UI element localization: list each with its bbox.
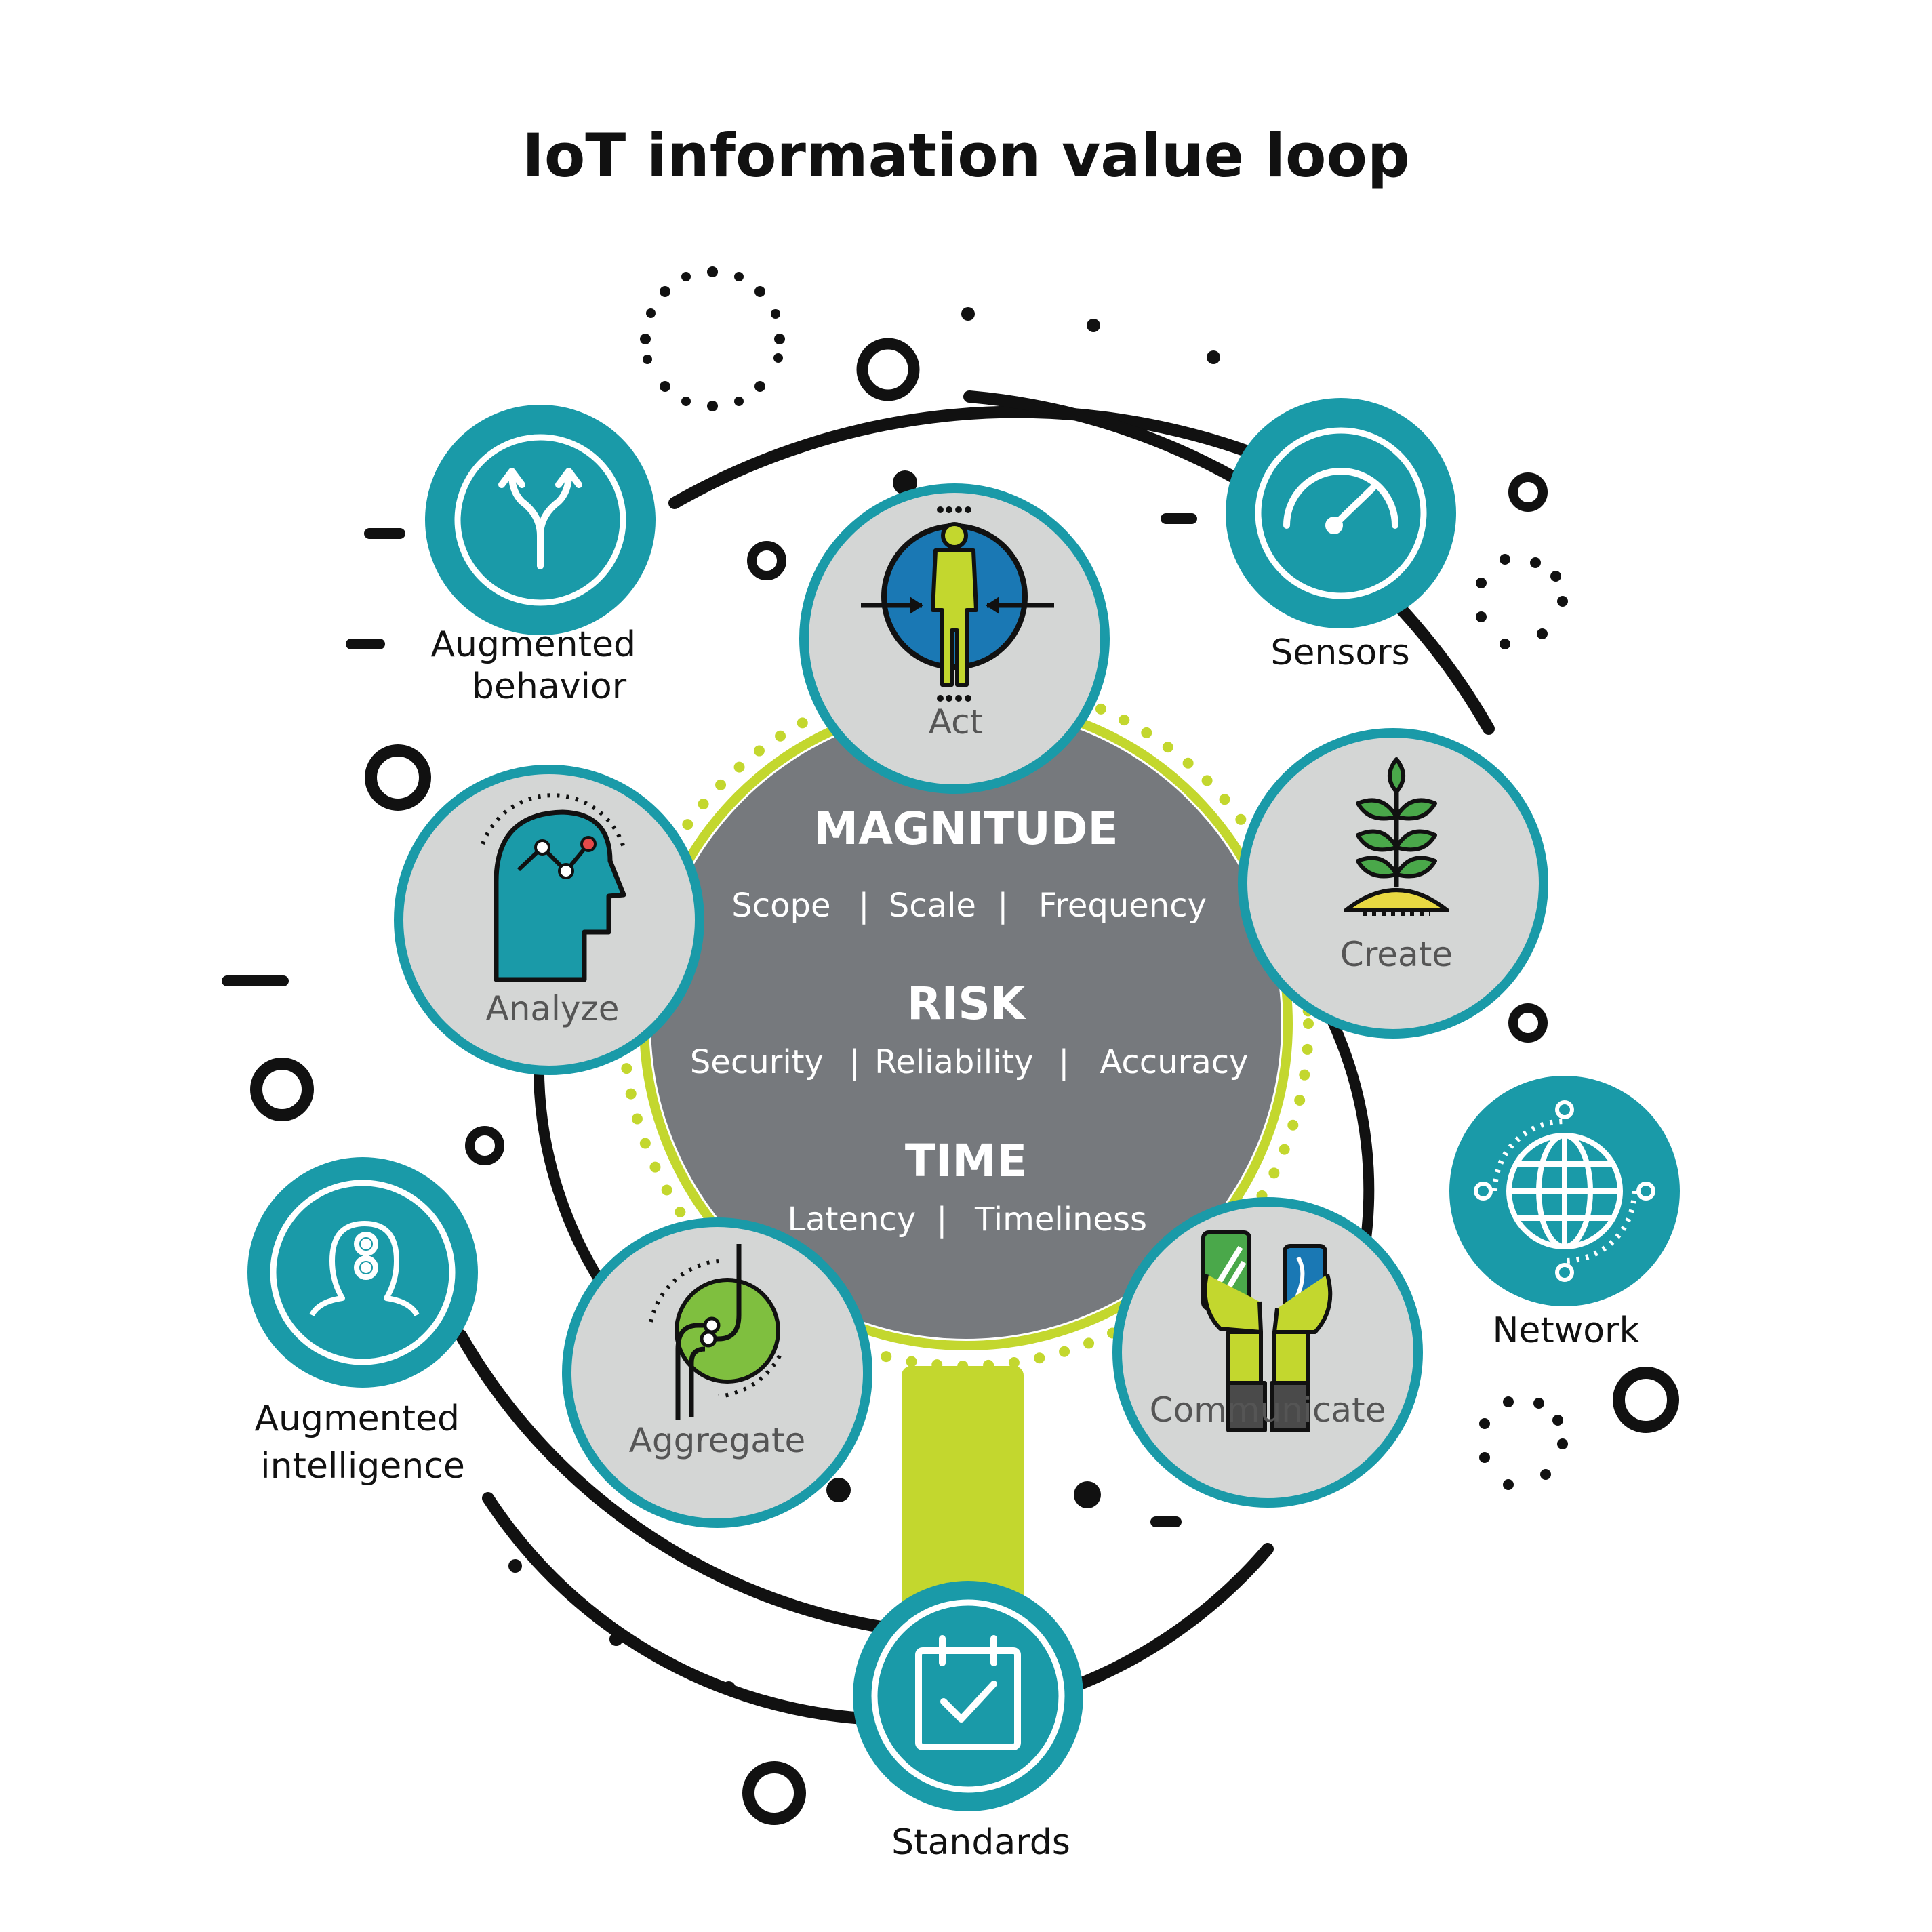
decor-dotted-ring (640, 266, 785, 411)
label-line: Augmented (254, 1398, 460, 1439)
magnitude-items: Scope | Scale | Frequency (731, 887, 1207, 925)
stage-analyze: Analyze (394, 765, 704, 1075)
circuit-circle-icon (649, 1244, 782, 1420)
gauge-icon (1283, 468, 1398, 534)
separator: | (936, 1201, 947, 1239)
label-line: Augmented (430, 624, 636, 665)
page-title: IoT information value loop (522, 121, 1410, 190)
decor-dotted-ring (1479, 1396, 1568, 1490)
separator: | (997, 887, 1008, 925)
center-text-group: MAGNITUDE Scope | Scale | Frequency RISK… (690, 803, 1249, 1239)
stage-create: Create (1238, 728, 1548, 1039)
stage-analyze-label: Analyze (485, 989, 619, 1028)
decor-dash (222, 513, 1197, 1527)
driver-standards-label: Standards (891, 1822, 1070, 1863)
magnitude-item-scope: Scope (731, 887, 830, 925)
calendar-check-icon (915, 1635, 1021, 1750)
separator: | (849, 1043, 860, 1081)
stage-communicate-circle (1112, 1197, 1423, 1508)
risk-item-security: Security (690, 1043, 824, 1081)
driver-sensors-label: Sensors (1270, 632, 1409, 673)
lime-dotted-ring (618, 676, 1314, 1371)
driver-network-label: Network (1492, 1310, 1639, 1351)
magnitude-item-frequency: Frequency (1039, 887, 1207, 925)
stage-aggregate: Aggregate (562, 1217, 872, 1528)
decorative-scatter (222, 266, 1679, 1825)
stage-aggregate-label: Aggregate (629, 1421, 806, 1460)
driver-network: Network (1449, 1076, 1680, 1351)
decor-dotted-ring (1476, 554, 1568, 649)
time-heading: TIME (905, 1135, 1027, 1187)
driver-augmented-intelligence-circle (247, 1157, 478, 1388)
risk-items: Security | Reliability | Accuracy (690, 1043, 1249, 1081)
magnitude-item-scale: Scale (889, 887, 976, 925)
head-with-chart-icon (481, 793, 626, 982)
hands-holding-phones-icon (1201, 1230, 1333, 1432)
separator: | (1058, 1043, 1069, 1081)
stage-create-circle (1238, 728, 1548, 1039)
sprouting-plant-icon (1344, 757, 1449, 916)
separator: | (858, 887, 869, 925)
driver-augmented-behavior-label: Augmented behavior (430, 624, 647, 707)
person-targeted-icon (861, 506, 1054, 702)
magnifier-handle (902, 1366, 1024, 1624)
magnitude-heading: MAGNITUDE (813, 803, 1118, 855)
risk-item-accuracy: Accuracy (1100, 1043, 1248, 1081)
driver-augmented-behavior: Augmented behavior (425, 405, 656, 707)
stage-communicate-label: Communicate (1150, 1390, 1386, 1430)
stage-create-label: Create (1340, 935, 1453, 974)
label-line: behavior (472, 666, 627, 707)
driver-standards-circle (853, 1581, 1083, 1811)
decor-ring (250, 338, 1679, 1825)
driver-sensors: Sensors (1226, 398, 1456, 673)
driver-augmented-intelligence: Augmented intelligence (247, 1157, 478, 1487)
label-line: intelligence (260, 1446, 465, 1487)
time-items: Latency | Timeliness (788, 1201, 1148, 1239)
stage-act: Act (799, 483, 1110, 794)
head-with-gears-icon (309, 1221, 420, 1317)
risk-heading: RISK (907, 978, 1027, 1030)
driver-augmented-intelligence-label: Augmented intelligence (254, 1398, 470, 1487)
time-item-latency: Latency (788, 1201, 917, 1239)
orbit-arc (455, 1329, 887, 1633)
orbit-arc (668, 405, 1252, 509)
risk-item-reliability: Reliability (874, 1043, 1034, 1081)
diverging-arrows-icon (498, 468, 582, 569)
stage-act-label: Act (929, 702, 983, 742)
driver-standards: Standards (853, 1581, 1083, 1863)
decor-dot (508, 307, 1220, 1695)
center-disc (651, 708, 1281, 1339)
globe-icon (1474, 1100, 1655, 1282)
time-item-timeliness: Timeliness (974, 1201, 1147, 1239)
stage-communicate: Communicate (1112, 1197, 1423, 1508)
